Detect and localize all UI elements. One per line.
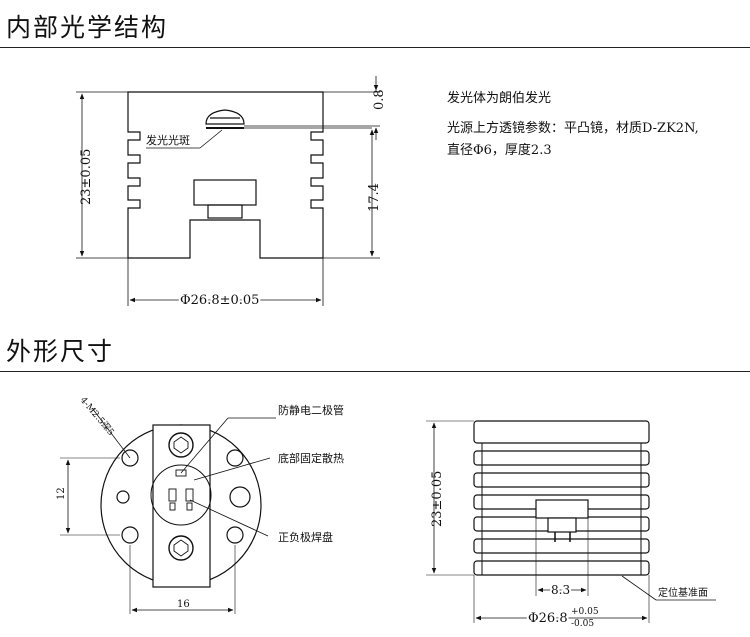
dim-16: 16 — [177, 599, 190, 610]
section-divider-internal — [0, 47, 750, 48]
section-divider-external — [0, 371, 750, 372]
dim-internal-diameter: Φ26.8±0.05 — [180, 293, 259, 308]
dim-12: 12 — [56, 487, 67, 500]
note-lens-size: 直径Φ6，厚度2.3 — [447, 143, 552, 158]
dim-lens-height: 17.4 — [367, 183, 382, 212]
callout-datum: 定位基准面 — [658, 586, 708, 599]
heatsink-body-outline — [127, 91, 324, 259]
pad-right — [185, 488, 194, 502]
dim-side-height: 23±0.05 — [430, 471, 445, 527]
dim-side-diameter: Φ26.8 — [528, 611, 568, 626]
external-top-view — [60, 407, 276, 614]
mount-hole-br — [226, 526, 244, 544]
screw-bottom-icon — [168, 535, 194, 561]
fin-2 — [473, 450, 650, 466]
internal-section-view — [76, 76, 380, 306]
section-title-internal: 内部光学结构 — [6, 13, 169, 42]
inner-cavity — [193, 179, 257, 206]
callout-light-spot: 发光光斑 — [146, 133, 190, 147]
callout-pads: 正负极焊盘 — [278, 530, 333, 544]
hole-spec-label: 4-M2.5深5 — [78, 395, 117, 438]
mount-hole-tr — [226, 449, 244, 467]
diode-chip — [175, 469, 187, 477]
led-window — [150, 464, 212, 526]
mount-hole-bl — [121, 526, 139, 544]
dim-lens-gap: 0.8 — [372, 89, 387, 110]
side-connector — [535, 499, 589, 519]
fin-6 — [473, 538, 650, 554]
section-title-external: 外形尺寸 — [6, 337, 115, 366]
fin-7 — [473, 560, 650, 576]
side-hole-right — [229, 486, 251, 508]
note-lambertian: 发光体为朗伯发光 — [447, 91, 552, 106]
center-board — [152, 424, 211, 588]
connector-stub — [207, 204, 243, 219]
screw-top-icon — [168, 432, 194, 458]
external-side-view — [426, 420, 716, 623]
dim-tol-minus: -0.05 — [571, 619, 594, 629]
fin-1 — [473, 420, 650, 444]
callout-base-heat: 底部固定散热 — [278, 451, 344, 465]
mount-hole-tl — [121, 449, 139, 467]
side-hole-left — [116, 490, 130, 504]
lens-shape — [205, 109, 245, 125]
dim-8-3: 8.3 — [551, 583, 570, 597]
note-lens-params: 光源上方透镜参数：平凸镜，材质D-ZK2N, — [447, 121, 699, 136]
dim-internal-height: 23±0.05 — [79, 149, 94, 205]
pad-left — [168, 488, 177, 502]
dim-tol-plus: +0.05 — [571, 607, 599, 617]
callout-diode: 防静电二极管 — [278, 403, 344, 417]
fin-3 — [473, 472, 650, 488]
